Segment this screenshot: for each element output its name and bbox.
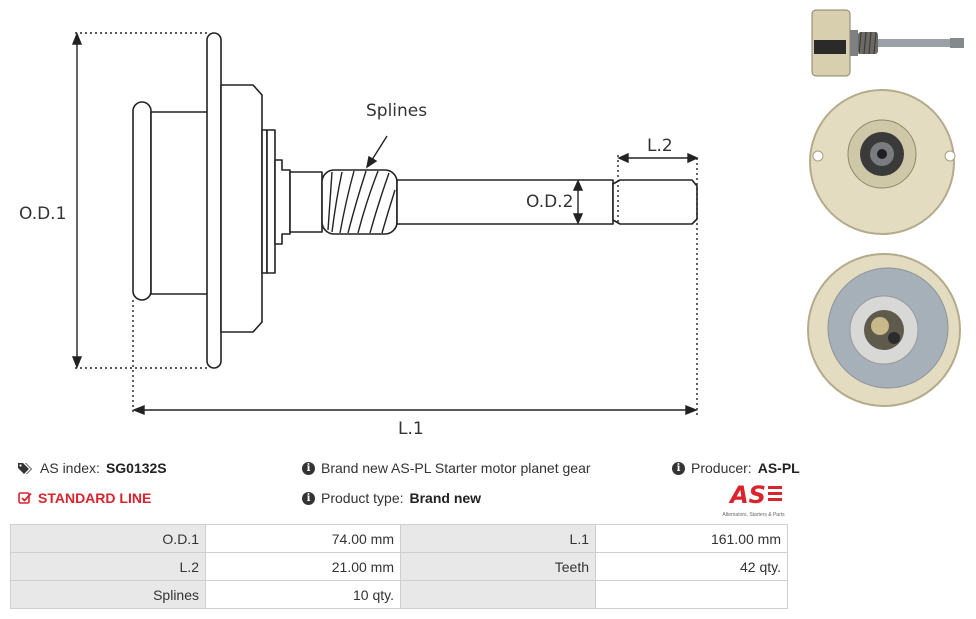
product-type-value: Brand new (409, 490, 482, 506)
shaft-tip (612, 179, 698, 225)
splines-label: Splines (366, 101, 427, 121)
housing (220, 84, 263, 333)
producer-label: Producer: (691, 460, 752, 476)
l1-label: L.1 (398, 419, 424, 439)
spec-value: 74.00 mm (205, 524, 401, 553)
product-photo-side[interactable] (800, 4, 970, 80)
shoulder (274, 159, 291, 245)
as-pl-logo[interactable]: AS Alternators, Starters & Parts (716, 481, 791, 518)
producer-value: AS-PL (757, 460, 800, 476)
product-description: Brand new AS-PL Starter motor planet gea… (321, 460, 591, 476)
product-type-row: i Product type: Brand new (302, 490, 481, 506)
spline-teeth (327, 170, 396, 234)
check-square-icon (18, 492, 32, 504)
as-index-label: AS index: (40, 460, 100, 476)
spec-value: 10 qty. (205, 580, 401, 609)
as-index-row: AS index: SG0132S (18, 460, 167, 476)
spec-value (595, 580, 788, 609)
spec-key: Teeth (400, 552, 596, 581)
collar-ring (266, 129, 276, 274)
od2-label: O.D.2 (526, 192, 573, 212)
producer-row: i Producer: AS-PL (672, 460, 800, 476)
table-row: L.2 21.00 mm Teeth 42 qty. (10, 552, 788, 581)
info-circle-icon: i (302, 491, 315, 505)
info-circle-icon: i (672, 461, 685, 475)
spec-value: 21.00 mm (205, 552, 401, 581)
standard-line-badge: STANDARD LINE (38, 490, 152, 506)
tags-icon (18, 462, 32, 474)
rear-ring (132, 101, 152, 301)
spec-value: 42 qty. (595, 552, 788, 581)
product-photo-front[interactable] (800, 82, 970, 242)
spec-key: L.1 (400, 524, 596, 553)
as-index-value: SG0132S (105, 460, 167, 476)
product-photo-back[interactable] (800, 250, 970, 410)
info-circle-icon: i (302, 461, 315, 475)
main-flange (206, 32, 222, 369)
spec-key: O.D.1 (10, 524, 206, 553)
specification-table: O.D.1 74.00 mm L.1 161.00 mm L.2 21.00 m… (10, 524, 788, 609)
product-type-label: Product type: (321, 490, 404, 506)
logo-tagline: Alternators, Starters & Parts (722, 512, 785, 518)
as-logo-mark: AS (728, 481, 782, 509)
l2-label: L.2 (647, 136, 673, 156)
description-row: i Brand new AS-PL Starter motor planet g… (302, 460, 591, 476)
standard-line-row: STANDARD LINE (18, 490, 151, 506)
table-row: Splines 10 qty. (10, 580, 788, 609)
spec-key: L.2 (10, 552, 206, 581)
svg-text:AS: AS (728, 481, 766, 507)
spec-key: Splines (10, 580, 206, 609)
spec-value: 161.00 mm (595, 524, 788, 553)
table-row: O.D.1 74.00 mm L.1 161.00 mm (10, 524, 788, 553)
neck (289, 171, 323, 233)
od1-label: O.D.1 (19, 204, 66, 224)
technical-drawing: O.D.1 O.D.2 L.1 L.2 Splines (19, 32, 699, 439)
hub (150, 111, 209, 295)
spec-key (400, 580, 596, 609)
